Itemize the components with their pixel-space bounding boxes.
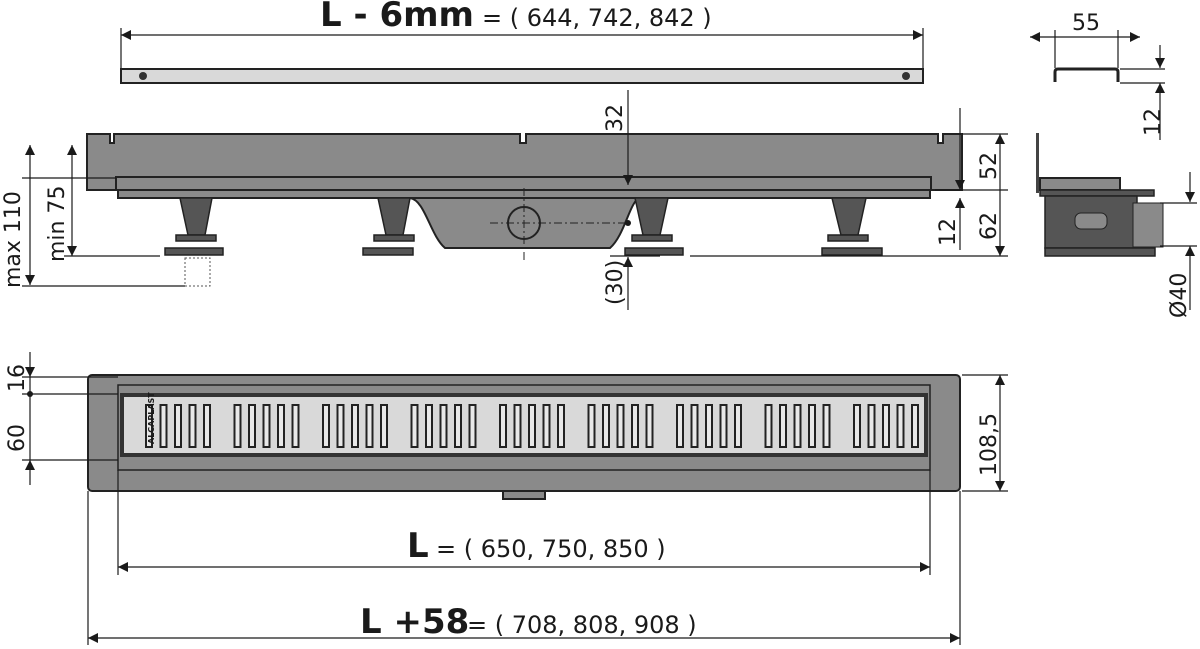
grate-slot: [911, 404, 919, 448]
outlet-below-label: (30): [603, 260, 628, 305]
grate-slot: [690, 404, 699, 448]
grate-slot: [188, 404, 197, 448]
grate-slot: [822, 404, 831, 448]
grate-bar: [120, 68, 924, 84]
outlet-height-label: 12: [936, 218, 961, 246]
grate-slot: [425, 404, 433, 448]
grate-slot: [528, 404, 536, 448]
grate-slot: [159, 404, 168, 448]
edge-label: 16: [5, 364, 30, 392]
grate-slot: [719, 404, 728, 448]
total-height-label: 62: [977, 212, 1002, 240]
grate-slot: [587, 404, 596, 448]
overall-length-values: = ( 708, 808, 908 ): [467, 611, 697, 639]
grate-slot: [351, 404, 359, 448]
top-dimension-values: = ( 644, 742, 842 ): [482, 4, 712, 32]
overall-length-label: L +58: [360, 602, 469, 642]
grate-slot: [322, 404, 330, 448]
grate-slot: [291, 404, 300, 448]
body-height-label: 52: [977, 152, 1002, 180]
grate-slot: [262, 404, 271, 448]
grate-slot: [793, 404, 802, 448]
grate-slot: [248, 404, 256, 448]
grate-slot: [145, 404, 153, 448]
grate-slot: [705, 404, 713, 448]
grate-slot: [602, 404, 610, 448]
grate-slot: [808, 404, 816, 448]
overall-length-dimension: L +58 = ( 708, 808, 908 ): [87, 491, 961, 645]
length-dimension: L = ( 650, 750, 850 ): [117, 470, 931, 575]
outlet-diameter-label: Ø40: [1167, 273, 1192, 318]
min-height-label: min 75: [45, 186, 70, 262]
top-dimension-label: L - 6mm: [320, 0, 474, 35]
plan-view: ALCAPLAST 16 60 108,5: [5, 352, 1008, 500]
grate-slot: [380, 404, 388, 448]
profile-height-label: 12: [1141, 108, 1166, 136]
grate-slot: [867, 404, 876, 448]
grate-slot: [277, 404, 285, 448]
top-dimension: L - 6mm = ( 644, 742, 842 ): [120, 0, 924, 68]
grate-logo: ALCAPLAST: [147, 392, 156, 444]
outlet-offset-label: 32: [603, 104, 628, 132]
grate-slot: [882, 404, 890, 448]
leveling-feet: [164, 197, 883, 287]
grate-width-label: 60: [5, 424, 30, 452]
profile-view: 55 12 Ø40: [1030, 11, 1197, 318]
profile-width-label: 55: [1072, 11, 1100, 36]
side-view-drain: max 110 min 75 32 (30) 52 12 62: [1, 90, 1008, 310]
grate-slot: [174, 404, 182, 448]
grate-slot: [203, 404, 211, 448]
grate-slot: [454, 404, 462, 448]
grate-slot: [896, 404, 905, 448]
grate-slot: [853, 404, 861, 448]
grate-slot: [499, 404, 507, 448]
max-height-label: max 110: [1, 191, 26, 288]
grate-slot: [764, 404, 773, 448]
grate-slot: [233, 404, 242, 448]
grate-slots: [145, 404, 919, 448]
grate-slot: [439, 404, 448, 448]
length-values: = ( 650, 750, 850 ): [436, 535, 666, 563]
grate-slot: [410, 404, 419, 448]
grate-slot: [779, 404, 787, 448]
grate-slot: [557, 404, 565, 448]
grate-slot: [513, 404, 522, 448]
length-label: L: [407, 526, 429, 566]
total-width-label: 108,5: [977, 413, 1002, 476]
grate-slot: [616, 404, 625, 448]
grate-slot: [468, 404, 477, 448]
grate-slot: [542, 404, 551, 448]
grate-slot: [645, 404, 654, 448]
grate-slot: [336, 404, 345, 448]
grate-slot: [631, 404, 639, 448]
grate-slot: [734, 404, 742, 448]
grate-slot: [365, 404, 374, 448]
grate-slot: [676, 404, 684, 448]
